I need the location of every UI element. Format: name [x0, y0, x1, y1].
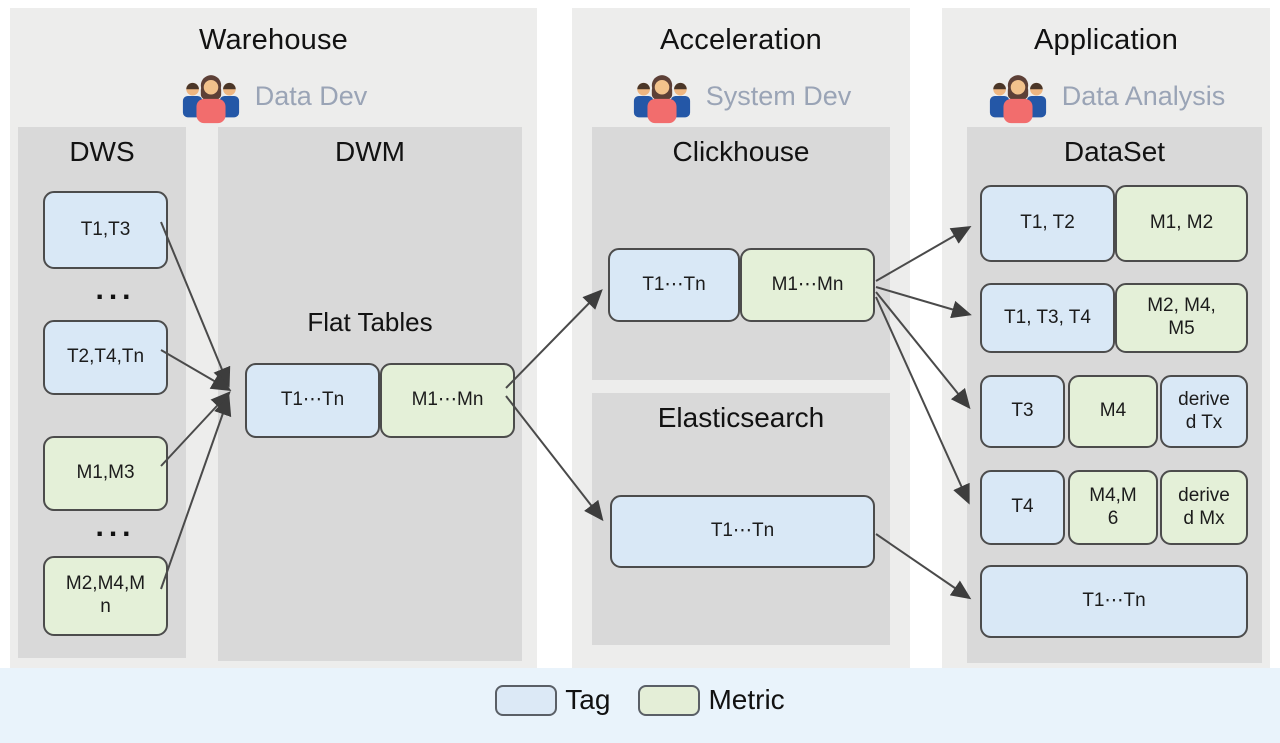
dws-ellipsis-2: ... — [95, 510, 136, 543]
dws-box-t2t4tn: T2,T4,Tn — [43, 320, 168, 395]
clickhouse-tag-box: T1⋯Tn — [608, 248, 740, 322]
section-dataset: DataSet T1, T2 M1, M2 T1, T3, T4 M2, M4,… — [967, 127, 1262, 663]
dataset-row4-derived: derived Mx — [1160, 470, 1248, 545]
dws-box-m2m4mn: M2,M4,Mn — [43, 556, 168, 636]
dwm-flat-tag-box: T1⋯Tn — [245, 363, 380, 438]
team-people-icon — [987, 68, 1049, 124]
dataset-row3-tag: T3 — [980, 375, 1065, 448]
section-title-dwm: DWM — [335, 136, 405, 167]
section-title-dws: DWS — [69, 136, 135, 167]
dataset-row2-tag: T1, T3, T4 — [980, 283, 1115, 353]
team-people-icon — [180, 68, 242, 124]
panel-warehouse: Warehouse Data Dev DWS — [10, 8, 537, 668]
panel-title-application: Application — [1033, 24, 1179, 56]
dataset-row1-tag: T1, T2 — [980, 185, 1115, 262]
section-dws: DWS T1,T3 ... T2,T4,Tn M1,M3 ... M2,M4,M… — [18, 127, 186, 658]
persona-application: Data Analysis — [942, 68, 1270, 124]
section-title-clickhouse: Clickhouse — [672, 136, 810, 167]
dws-ellipsis-1: ... — [95, 273, 136, 306]
section-title-elasticsearch: Elasticsearch — [657, 402, 825, 433]
dws-box-t1t3: T1,T3 — [43, 191, 168, 269]
panel-application: Application Data Analysis — [942, 8, 1270, 668]
dataset-row5-tag: T1⋯Tn — [980, 565, 1248, 638]
metric-swatch — [638, 684, 701, 716]
dwm-flat-metric-box: M1⋯Mn — [380, 363, 515, 438]
persona-warehouse: Data Dev — [10, 68, 537, 124]
dataset-row3-metric: M4 — [1068, 375, 1158, 448]
persona-label: Data Analysis — [1061, 80, 1226, 111]
legend-item-tag: Tag — [495, 684, 610, 716]
dataset-row4-tag: T4 — [980, 470, 1065, 545]
section-title-dataset: DataSet — [1063, 136, 1166, 167]
dataset-row1-metric: M1, M2 — [1115, 185, 1248, 262]
dataset-row4-metric: M4,M6 — [1068, 470, 1158, 545]
tag-swatch — [495, 684, 558, 716]
panel-acceleration: Acceleration System Dev C — [572, 8, 910, 668]
persona-label: Data Dev — [254, 80, 368, 111]
elasticsearch-tag-box: T1⋯Tn — [610, 495, 875, 568]
legend: Tag Metric — [0, 684, 1280, 716]
tag-label: Tag — [565, 684, 611, 715]
team-people-icon — [631, 68, 693, 124]
dataset-row2-metric: M2, M4, M5 — [1115, 283, 1248, 353]
section-dwm: DWM Flat Tables T1⋯Tn M1⋯Mn — [218, 127, 522, 661]
panel-title-warehouse: Warehouse — [198, 24, 349, 56]
section-clickhouse: Clickhouse T1⋯Tn M1⋯Mn — [592, 127, 890, 380]
panel-title-acceleration: Acceleration — [660, 24, 822, 56]
persona-acceleration: System Dev — [572, 68, 910, 124]
dataset-row3-derived: derived Tx — [1160, 375, 1248, 448]
section-elasticsearch: Elasticsearch T1⋯Tn — [592, 393, 890, 645]
metric-label: Metric — [708, 684, 785, 715]
legend-item-metric: Metric — [638, 684, 785, 716]
dws-box-m1m3: M1,M3 — [43, 436, 168, 511]
flat-tables-label: Flat Tables — [307, 307, 433, 337]
clickhouse-metric-box: M1⋯Mn — [740, 248, 875, 322]
persona-label: System Dev — [705, 80, 852, 111]
